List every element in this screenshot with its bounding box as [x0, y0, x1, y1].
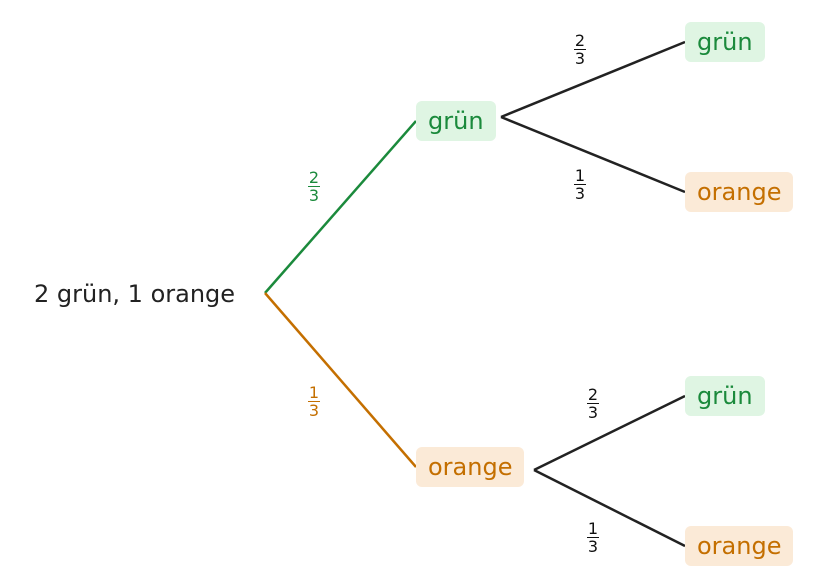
root-label: 2 grün, 1 orange — [34, 280, 236, 308]
edge-root-orange — [264, 292, 417, 468]
edge-gruen-gruen — [500, 40, 686, 119]
node-l2-orange-gruen: grün — [685, 376, 765, 416]
prob-root-gruen: 2 3 — [304, 170, 324, 204]
edge-gruen-orange — [500, 115, 686, 194]
edge-orange-gruen — [533, 394, 686, 472]
node-l2-gruen-orange: orange — [685, 172, 794, 212]
prob-numerator: 1 — [307, 383, 321, 402]
prob-gruen-orange: 1 3 — [570, 168, 590, 202]
edge-orange-orange — [533, 468, 686, 548]
prob-numerator: 2 — [586, 385, 600, 404]
prob-orange-orange: 1 3 — [583, 521, 603, 555]
prob-root-orange: 1 3 — [304, 385, 324, 419]
prob-denominator: 3 — [587, 537, 599, 556]
node-l2-gruen-gruen: grün — [685, 22, 765, 62]
prob-orange-gruen: 2 3 — [583, 387, 603, 421]
node-l1-gruen: grün — [416, 101, 496, 141]
edge-root-gruen — [264, 120, 417, 294]
node-l1-orange: orange — [416, 447, 525, 487]
prob-denominator: 3 — [574, 184, 586, 203]
prob-numerator: 1 — [586, 519, 600, 538]
prob-denominator: 3 — [308, 186, 320, 205]
node-l2-orange-orange: orange — [685, 526, 794, 566]
prob-denominator: 3 — [587, 403, 599, 422]
prob-numerator: 2 — [573, 31, 587, 50]
prob-numerator: 1 — [573, 166, 587, 185]
prob-numerator: 2 — [307, 168, 321, 187]
prob-gruen-gruen: 2 3 — [570, 33, 590, 67]
prob-denominator: 3 — [308, 401, 320, 420]
prob-denominator: 3 — [574, 49, 586, 68]
